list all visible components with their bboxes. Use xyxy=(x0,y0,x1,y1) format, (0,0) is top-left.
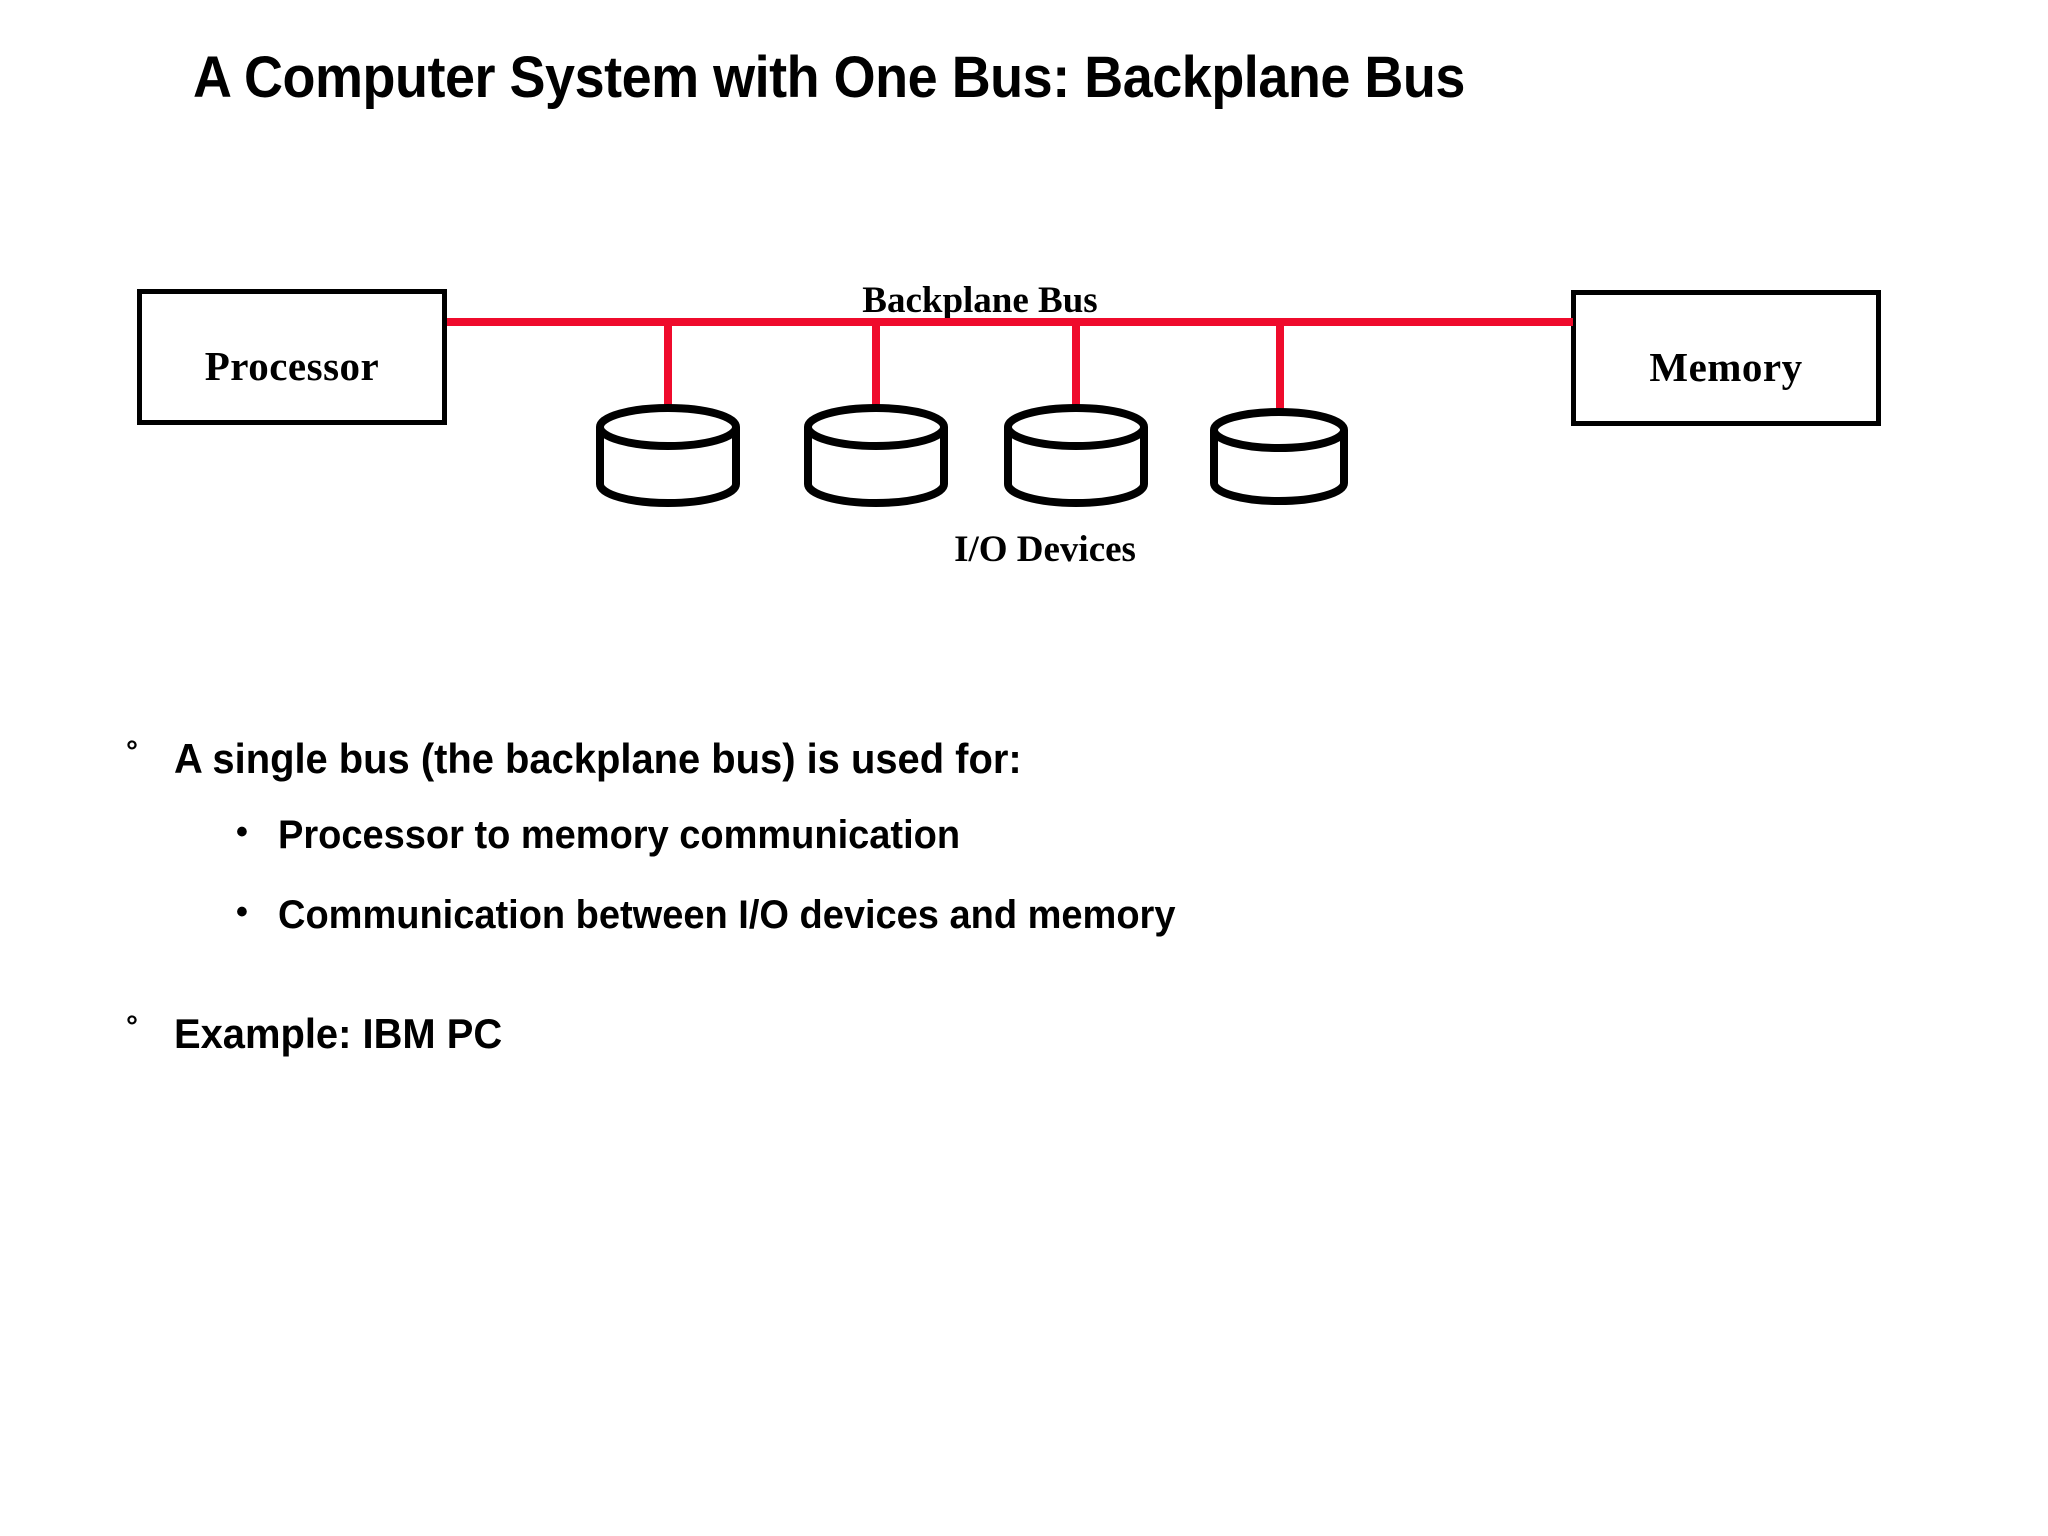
memory-node: Memory xyxy=(1571,290,1881,426)
io-devices-label: I/O Devices xyxy=(954,529,1136,570)
page-title: A Computer System with One Bus: Backplan… xyxy=(193,45,1465,110)
list-item-text: Processor to memory communication xyxy=(278,813,961,857)
bullet-marker-dot-icon: • xyxy=(236,893,248,931)
bus-drop-line-2 xyxy=(872,322,880,424)
processor-node: Processor xyxy=(137,289,447,425)
bullet-marker-dot-icon: • xyxy=(236,813,248,851)
list-item-text: A single bus (the backplane bus) is used… xyxy=(174,735,1022,782)
list-item: • Communication between I/O devices and … xyxy=(236,893,1223,938)
bus-drop-line-3 xyxy=(1072,322,1080,424)
backplane-bus-line xyxy=(447,318,1573,326)
io-device-4 xyxy=(1209,408,1349,513)
list-item: ° A single bus (the backplane bus) is us… xyxy=(126,735,1066,783)
backplane-bus-diagram: Processor Memory Backplane Bus xyxy=(0,0,2048,620)
bus-drop-line-4 xyxy=(1276,322,1284,424)
bus-drop-line-1 xyxy=(664,322,672,424)
bullet-marker-degree-icon: ° xyxy=(126,735,138,768)
io-device-3 xyxy=(1003,404,1149,515)
list-item-text: Communication between I/O devices and me… xyxy=(278,893,1176,937)
backplane-bus-label: Backplane Bus xyxy=(862,280,1098,321)
io-device-2 xyxy=(803,404,949,515)
io-device-1 xyxy=(595,404,741,515)
list-item: • Processor to memory communication xyxy=(236,813,996,858)
list-item: ° Example: IBM PC xyxy=(126,1010,519,1058)
bullet-marker-degree-icon: ° xyxy=(126,1010,138,1043)
list-item-text: Example: IBM PC xyxy=(174,1010,503,1057)
processor-node-label: Processor xyxy=(204,343,380,389)
memory-node-label: Memory xyxy=(1649,344,1803,390)
